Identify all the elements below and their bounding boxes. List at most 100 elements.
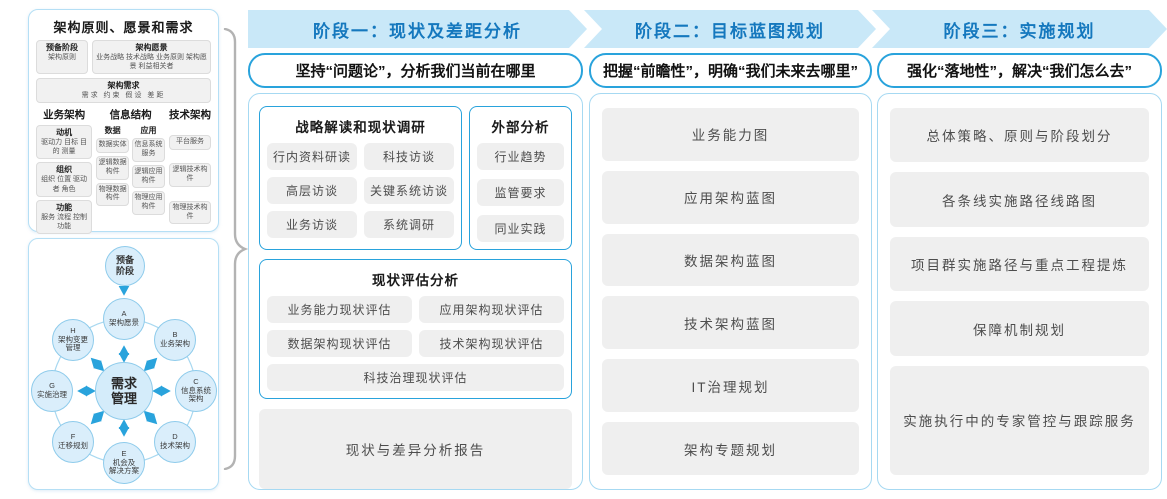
adm-node: F 迁移规划 xyxy=(52,421,94,463)
assessment-title: 现状评估分析 xyxy=(372,273,459,288)
strategy-survey-title: 战略解读和现状调研 xyxy=(295,120,426,135)
application-item: 逻辑应用构件 xyxy=(132,164,165,189)
external-item: 监管要求 xyxy=(477,179,564,206)
phase2-item: 技术架构蓝图 xyxy=(602,296,859,350)
assessment-box: 现状评估分析 业务能力现状评估应用架构现状评估数据架构现状评估技术架构现状评估科… xyxy=(259,259,572,399)
motivation-box: 动机 驱动力 目标 目的 测量 xyxy=(36,125,93,160)
brace-connector xyxy=(223,28,249,470)
vision-box: 架构愿景 业务战略 技术战略 业务原则 架构愿景 利益相关者 xyxy=(92,40,211,75)
phase3-item: 总体策略、原则与阶段划分 xyxy=(890,108,1149,163)
phase2-item: 数据架构蓝图 xyxy=(602,233,859,287)
strategy-survey-items: 行内资料研读科技访谈高层访谈关键系统访谈业务访谈系统调研 xyxy=(267,143,455,238)
external-analysis-items: 行业趋势监管要求同业实践 xyxy=(477,143,564,242)
assessment-item: 科技治理现状评估 xyxy=(267,364,564,391)
phase3-item: 实施执行中的专家管控与跟踪服务 xyxy=(890,365,1149,475)
requirements-row: 架构需求 需求 约束 假设 差距 xyxy=(36,78,211,104)
phase2-content: 业务能力图应用架构蓝图数据架构蓝图技术架构蓝图 IT治理规划架构专题规划 xyxy=(589,93,872,490)
survey-item: 高层访谈 xyxy=(267,177,357,204)
adm-node: A 架构愿景 xyxy=(103,298,145,340)
organization-box: 组织 组织 位置 驱动者 角色 xyxy=(36,162,93,197)
phase3-item: 各条线实施路径线路图 xyxy=(890,172,1149,227)
technology-architecture-column: 技术架构 平台服务逻辑技术构件物理技术构件 xyxy=(169,107,211,237)
phase1-content: 战略解读和现状调研 行内资料研读科技访谈高层访谈关键系统访谈业务访谈系统调研 外… xyxy=(248,93,583,490)
principles-panel-title: 架构原则、愿景和需求 xyxy=(53,20,194,35)
phase2-header-band: 阶段二：目标蓝图规划 xyxy=(584,10,876,48)
data-subcolumn: 数据 数据实体逻辑数据构件物理数据构件 xyxy=(96,125,130,218)
requirements-box: 架构需求 需求 约束 假设 差距 xyxy=(36,78,211,104)
data-item: 逻辑数据构件 xyxy=(96,156,130,180)
assessment-items: 业务能力现状评估应用架构现状评估数据架构现状评估技术架构现状评估科技治理现状评估 xyxy=(267,296,564,391)
vision-sub: 业务战略 技术战略 业务原则 架构愿景 利益相关者 xyxy=(96,54,207,71)
assessment-item: 技术架构现状评估 xyxy=(419,330,564,357)
phase3-content: 总体策略、原则与阶段划分各条线实施路径线路图项目群实施路径与重点工程提炼保障机制… xyxy=(877,93,1162,490)
requirements-title: 架构需求 xyxy=(107,81,140,91)
application-subcolumn: 应用 信息系统服务逻辑应用构件物理应用构件 xyxy=(132,125,165,218)
application-items: 信息系统服务逻辑应用构件物理应用构件 xyxy=(132,138,165,218)
technology-architecture-title: 技术架构 xyxy=(169,109,211,122)
strategy-survey-box: 战略解读和现状调研 行内资料研读科技访谈高层访谈关键系统访谈业务访谈系统调研 xyxy=(259,106,463,250)
phase2-item: 业务能力图 xyxy=(602,108,859,161)
data-subcolumn-title: 数据 xyxy=(104,126,121,136)
phase3-item: 项目群实施路径与重点工程提炼 xyxy=(890,236,1149,292)
data-items: 数据实体逻辑数据构件物理数据构件 xyxy=(96,138,130,209)
architecture-columns-row: 业务架构 动机 驱动力 目标 目的 测量 组织 组织 位置 驱动者 角色 功能 … xyxy=(36,107,211,237)
prep-phase-title: 预备阶段 xyxy=(46,43,78,52)
survey-item: 系统调研 xyxy=(364,211,455,238)
motivation-sub: 驱动力 目标 目的 测量 xyxy=(41,139,88,156)
phase3-subtitle: 强化“落地性”，解决“我们怎么去” xyxy=(877,53,1162,88)
phase1-header-band: 阶段一：现状及差距分析 xyxy=(248,10,587,48)
adm-node: B 业务架构 xyxy=(154,319,196,361)
phase3-item: 保障机制规划 xyxy=(890,301,1149,356)
survey-item: 科技访谈 xyxy=(364,143,455,170)
survey-item: 业务访谈 xyxy=(267,211,357,238)
survey-item: 行内资料研读 xyxy=(267,143,357,170)
vision-title: 架构愿景 xyxy=(135,43,168,52)
external-item: 行业趋势 xyxy=(477,143,564,170)
function-title: 功能 xyxy=(56,202,73,212)
adm-node: H 架构变更 管理 xyxy=(52,319,94,361)
external-analysis-title: 外部分析 xyxy=(491,120,550,135)
assessment-item: 应用架构现状评估 xyxy=(419,296,564,323)
application-item: 信息系统服务 xyxy=(132,138,165,162)
gap-analysis-report-box: 现状与差异分析报告 xyxy=(259,409,572,489)
adm-node: D 技术架构 xyxy=(154,421,196,463)
business-architecture-title: 业务架构 xyxy=(43,109,86,122)
external-analysis-box: 外部分析 行业趋势监管要求同业实践 xyxy=(469,106,572,250)
organization-title: 组织 xyxy=(56,165,73,175)
information-structure-title: 信息结构 xyxy=(109,109,152,122)
phase2-item: 架构专题规划 xyxy=(602,422,859,475)
technology-item: 物理技术构件 xyxy=(169,200,211,225)
phase3-header-band: 阶段三：实施规划 xyxy=(872,10,1167,48)
survey-item: 关键系统访谈 xyxy=(364,177,455,204)
motivation-title: 动机 xyxy=(56,128,73,138)
prep-phase-sub: 架构原则 xyxy=(48,54,76,61)
function-box: 功能 服务 流程 控制 功能 xyxy=(36,199,93,234)
adm-node: C 信息系统 架构 xyxy=(175,370,217,412)
external-item: 同业实践 xyxy=(477,215,564,242)
phase2-item: 应用架构蓝图 xyxy=(602,170,859,224)
data-item: 数据实体 xyxy=(96,138,130,154)
information-structure-column: 信息结构 数据 数据实体逻辑数据构件物理数据构件 应用 信息系统服务逻辑应用构件… xyxy=(96,107,165,237)
function-sub: 服务 流程 控制 功能 xyxy=(41,213,88,230)
application-item: 物理应用构件 xyxy=(132,191,165,215)
assessment-item: 业务能力现状评估 xyxy=(267,296,412,323)
prep-phase-node: 预备 阶段 xyxy=(105,246,145,286)
phase2-item: IT治理规划 xyxy=(602,359,859,413)
technology-item: 逻辑技术构件 xyxy=(169,163,211,187)
technology-items: 平台服务逻辑技术构件物理技术构件 xyxy=(169,125,211,237)
requirements-sub: 需求 约束 假设 差距 xyxy=(81,92,166,100)
adm-node: E 机会及 解决方案 xyxy=(103,442,145,484)
organization-sub: 组织 位置 驱动者 角色 xyxy=(41,176,88,193)
requirements-management-node: 需求 管理 xyxy=(95,362,153,420)
phase2-subtitle: 把握“前瞻性”，明确“我们未来去哪里” xyxy=(589,53,872,88)
assessment-item: 数据架构现状评估 xyxy=(267,330,412,357)
phase1-subtitle: 坚持“问题论”，分析我们当前在哪里 xyxy=(248,53,583,88)
principles-panel: 架构原则、愿景和需求 预备阶段 架构原则 架构愿景 业务战略 技术战略 业务原则… xyxy=(28,9,219,275)
data-item: 物理数据构件 xyxy=(96,182,130,207)
prep-vision-row: 预备阶段 架构原则 架构愿景 业务战略 技术战略 业务原则 架构愿景 利益相关者 xyxy=(36,40,211,75)
adm-node: G 实施治理 xyxy=(31,370,73,412)
application-subcolumn-title: 应用 xyxy=(140,126,157,136)
technology-item: 平台服务 xyxy=(169,134,211,150)
